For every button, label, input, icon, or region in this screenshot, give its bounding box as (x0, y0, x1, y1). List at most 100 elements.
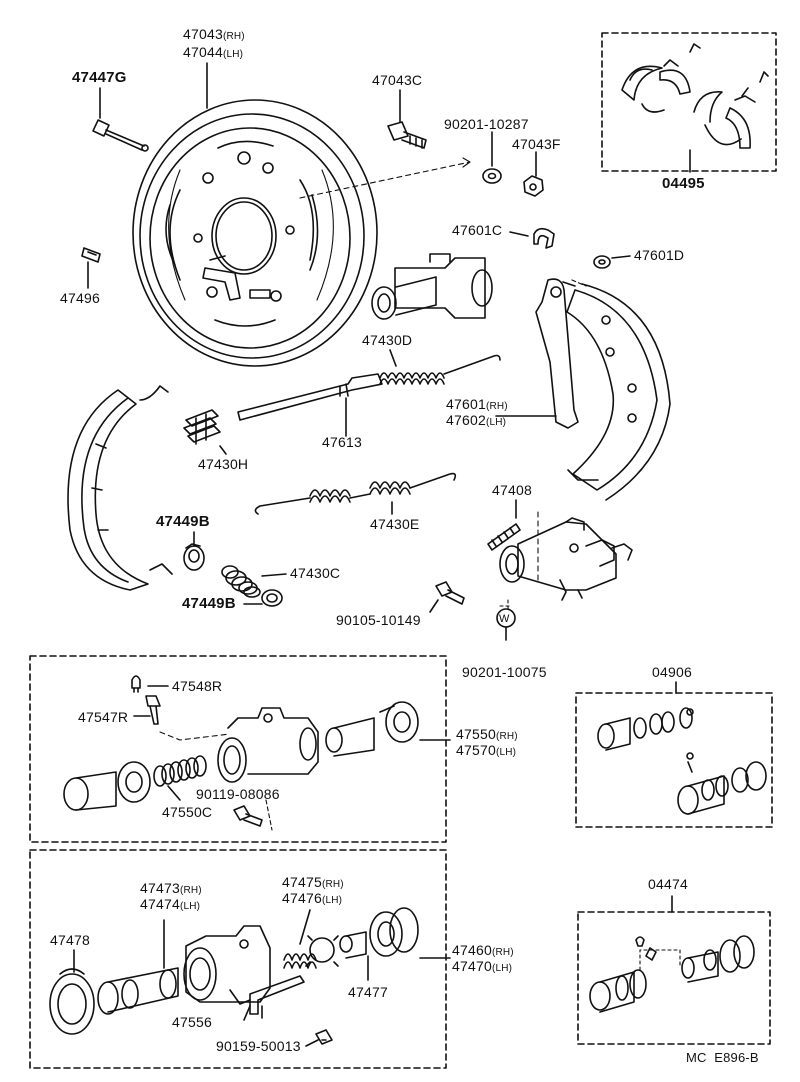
label-47474-lh: 47474(LH) (140, 896, 200, 915)
label-47476-number: 47476 (282, 890, 322, 906)
label-47550-side: (RH) (495, 731, 518, 742)
part-47496-clip (81, 247, 101, 263)
label-47449b-1: 47449B (156, 513, 210, 530)
label-47044-number: 47044 (183, 44, 223, 60)
label-47043-number: 47043 (183, 26, 223, 42)
label-47602-lh: 47602(LH) (446, 412, 506, 431)
label-47601c: 47601C (452, 222, 503, 238)
label-47548r: 47548R (172, 678, 223, 694)
part-47473-piston-rod (97, 967, 179, 1015)
label-47430e: 47430E (370, 516, 420, 532)
label-47601-rh: 47601(RH) (446, 396, 508, 415)
label-47476-lh: 47476(LH) (282, 890, 342, 909)
leader-47550c (167, 785, 181, 801)
kit-box-04495 (601, 32, 777, 172)
label-47601-side: (RH) (485, 401, 508, 412)
part-90159-50013-bolt (315, 1029, 333, 1045)
part-90201-10287-washer (482, 168, 502, 184)
part-47477-piston (339, 907, 419, 959)
leader-90105-10149 (429, 599, 439, 613)
label-47474-number: 47474 (140, 896, 180, 912)
label-47473-rh: 47473(RH) (140, 880, 202, 899)
label-47430h: 47430H (198, 456, 249, 472)
label-47408: 47408 (492, 482, 532, 498)
leader-47601c (509, 231, 529, 237)
part-47601c-clip (533, 227, 555, 249)
backing-plate (132, 99, 378, 367)
label-47550c: 47550C (162, 804, 213, 820)
label-47470-side: (LH) (491, 963, 513, 974)
part-90105-10149-bolt (435, 581, 465, 605)
label-47570-lh: 47570(LH) (456, 742, 516, 761)
label-47570-side: (LH) (495, 747, 517, 758)
part-90119-08086-bolt (233, 805, 263, 827)
part-47475-adjuster-spring (283, 935, 339, 969)
label-90201-10287: 90201-10287 (444, 116, 529, 132)
part-47613-strut (237, 373, 383, 421)
part-04906-repair-kit (597, 707, 767, 815)
part-47430d-spring (379, 354, 501, 385)
label-47043-rh: 47043(RH) (183, 26, 245, 45)
label-47043-side: (RH) (222, 31, 245, 42)
label-47496: 47496 (60, 290, 100, 306)
leader-47475 (299, 909, 311, 945)
piston-left-47550 (63, 761, 151, 811)
label-47044-lh: 47044(LH) (183, 44, 243, 63)
label-90105-10149: 90105-10149 (336, 612, 421, 628)
label-47477: 47477 (348, 984, 388, 1000)
label-47601-number: 47601 (446, 396, 486, 412)
label-47476-side: (LH) (321, 895, 343, 906)
part-47556-bracket (249, 975, 305, 1019)
label-90201-10075: 90201-10075 (462, 664, 547, 680)
label-47460-number: 47460 (452, 942, 492, 958)
wheel-cylinder-body-47550 (217, 707, 319, 783)
label-47550-rh: 47550(RH) (456, 726, 518, 745)
label-47043c: 47043C (372, 72, 423, 88)
leader-47556 (243, 1005, 251, 1021)
label-w-marker: W (499, 613, 510, 625)
label-47475-side: (RH) (321, 879, 344, 890)
label-47550-number: 47550 (456, 726, 496, 742)
part-47547r-bleeder (145, 695, 161, 725)
label-47601d: 47601D (634, 247, 685, 263)
piston-right-47550 (325, 701, 419, 757)
part-47478-boot (49, 968, 95, 1035)
label-47430d: 47430D (362, 332, 413, 348)
label-47449b-2: 47449B (182, 595, 236, 612)
label-47470-lh: 47470(LH) (452, 958, 512, 977)
kit-box-04906 (575, 692, 773, 828)
part-47430e-spring (254, 472, 457, 515)
label-47473-side: (RH) (179, 885, 202, 896)
brake-shoe-right (562, 281, 671, 501)
label-47475-number: 47475 (282, 874, 322, 890)
part-47601d-washer (593, 255, 611, 269)
leader-47430d (389, 349, 397, 367)
label-47460-rh: 47460(RH) (452, 942, 514, 961)
part-47601-lever (535, 278, 579, 429)
label-47547r: 47547R (78, 709, 129, 725)
label-47602-number: 47602 (446, 412, 486, 428)
label-47556: 47556 (172, 1014, 212, 1030)
leader-47601d (611, 255, 631, 259)
wheel-cylinder-body-47460 (183, 925, 271, 1005)
label-47044-side: (LH) (222, 49, 244, 60)
leader-47430h (219, 445, 227, 455)
label-47447g: 47447G (72, 69, 127, 86)
part-47548r-cap (131, 675, 141, 693)
part-47430h-clips (183, 409, 221, 445)
leader-dashed-bolt (299, 161, 471, 199)
label-47478: 47478 (50, 932, 90, 948)
part-47550c-spring (153, 755, 207, 787)
kit-box-04474 (577, 911, 771, 1045)
wheel-cylinder-upper (371, 253, 493, 320)
part-04474-repair-kit (589, 935, 755, 1013)
label-47613: 47613 (322, 434, 362, 450)
label-04474: 04474 (648, 876, 688, 892)
part-47430c-spring (221, 565, 261, 598)
label-47602-side: (LH) (485, 417, 507, 428)
leader-47430c (261, 573, 287, 577)
part-47447g-bolt (92, 119, 149, 152)
drawing-code-footer: MC E896-B (686, 1050, 759, 1065)
